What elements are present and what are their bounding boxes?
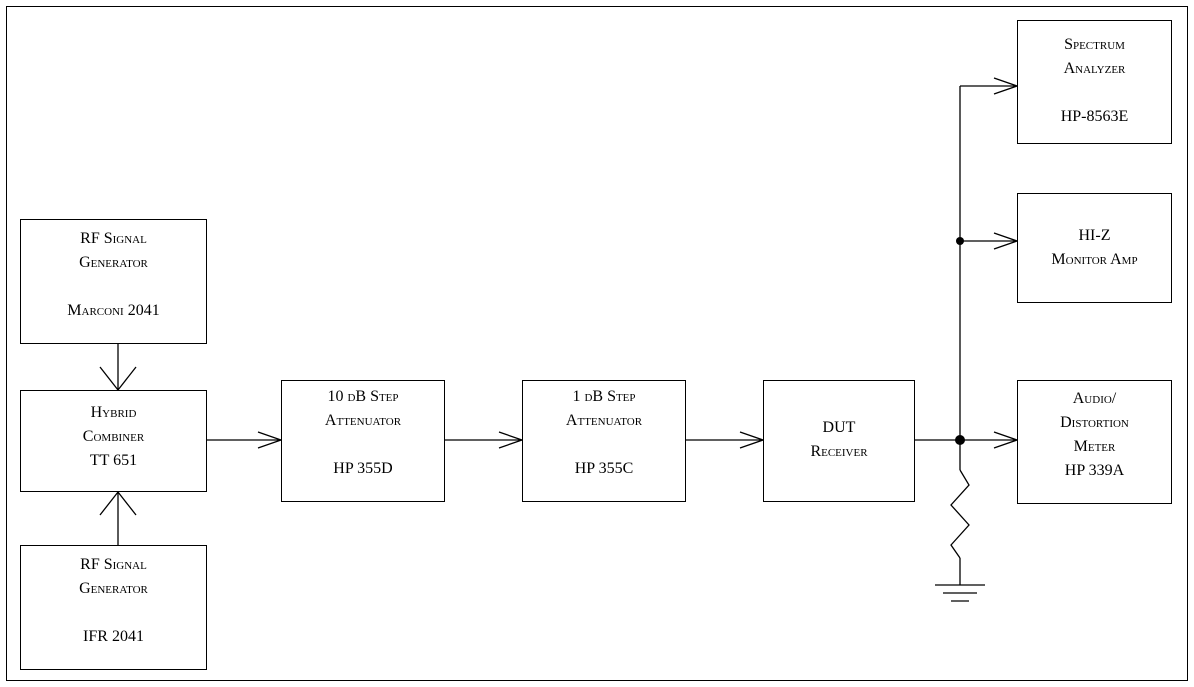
block-line: Attenuator	[324, 412, 402, 429]
arrowhead-rfgen2-to-combiner	[99, 490, 137, 516]
load-resistor-symbol	[950, 469, 970, 559]
block-line: Audio/	[1072, 390, 1117, 407]
block-audio-distortion-meter: Audio/ Distortion Meter HP 339A	[1017, 380, 1172, 504]
block-line: HP 355D	[333, 460, 393, 477]
diagram-frame	[6, 6, 1188, 681]
block-line: Meter	[1073, 438, 1116, 455]
block-line: Generator	[79, 254, 148, 271]
block-spectrum-analyzer: Spectrum Analyzer HP-8563E	[1017, 20, 1172, 144]
block-rf-generator-1: RF Signal Generator Marconi 2041	[20, 219, 207, 344]
block-line: Monitor Amp	[1051, 251, 1138, 268]
block-line	[282, 433, 444, 457]
block-line: Generator	[79, 580, 148, 597]
block-line	[1018, 81, 1171, 105]
block-line: Distortion	[1060, 414, 1129, 431]
block-1db-step-attenuator: 1 dB Step Attenuator HP 355C	[522, 380, 686, 502]
junction-dot-dut	[955, 435, 965, 445]
junction-dot-hiz	[956, 237, 964, 245]
block-line: 10 dB Step	[327, 388, 399, 405]
block-line: Combiner	[82, 428, 145, 445]
block-line: HP 355C	[574, 460, 634, 477]
block-line	[21, 601, 206, 625]
block-10db-step-attenuator: 10 dB Step Attenuator HP 355D	[281, 380, 445, 502]
block-line: HP-8563E	[1060, 108, 1129, 125]
block-line: IFR 2041	[83, 628, 144, 645]
block-line	[21, 275, 206, 299]
block-line: Analyzer	[1063, 60, 1126, 77]
block-line: Marconi 2041	[67, 302, 160, 319]
block-line: DUT	[822, 419, 856, 436]
block-line: RF Signal	[80, 230, 147, 247]
block-line	[523, 433, 685, 457]
block-line: Attenuator	[565, 412, 643, 429]
block-hiz-monitor-amp: HI-Z Monitor Amp	[1017, 193, 1172, 303]
block-line: Spectrum	[1064, 36, 1125, 53]
block-line: RF Signal	[80, 556, 147, 573]
block-rf-generator-2: RF Signal Generator IFR 2041	[20, 545, 207, 670]
block-line: 1 dB Step	[572, 388, 636, 405]
block-line: HP 339A	[1064, 462, 1125, 479]
block-hybrid-combiner: Hybrid Combiner TT 651	[20, 390, 207, 492]
block-line: Hybrid	[90, 404, 137, 421]
block-line: HI-Z	[1078, 227, 1111, 244]
block-dut-receiver: DUT Receiver	[763, 380, 915, 502]
block-line: TT 651	[89, 452, 138, 469]
block-line: Receiver	[810, 443, 868, 460]
